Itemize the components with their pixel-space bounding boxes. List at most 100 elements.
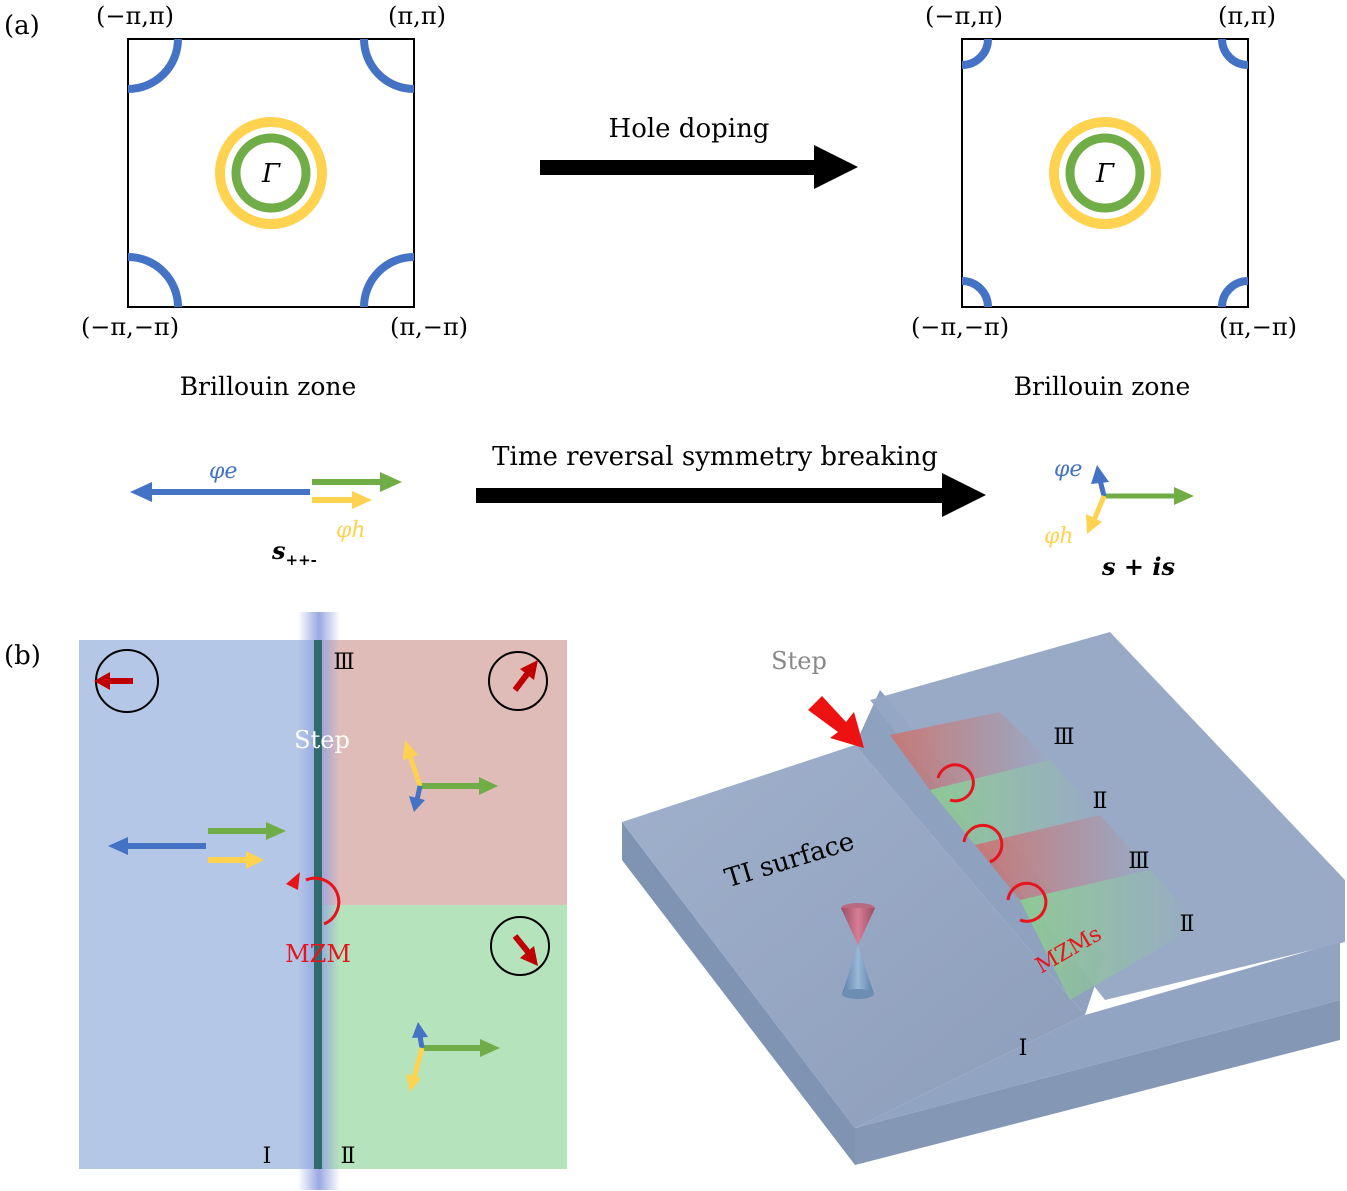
panel-b-label: (b)	[4, 641, 41, 671]
step-pointer-arrow	[808, 696, 864, 748]
trsb-arrow: Time reversal symmetry breaking	[476, 442, 986, 517]
small-pocket-bl	[961, 277, 992, 308]
region-iii-blue-arrow-head	[409, 796, 425, 812]
region-iii-label-3d-b: Ⅲ	[1128, 849, 1149, 874]
mzm-swirl	[305, 876, 341, 926]
phase-arrow-iii-shaft	[512, 671, 531, 692]
inner-pocket-gamma-right	[1065, 133, 1145, 213]
s-plus-is-phase-diagram: φe φh s + is	[1044, 457, 1194, 581]
mzm-swirl-3d-2	[962, 823, 1004, 864]
region-ii-green	[319, 905, 567, 1169]
phase-circle-iii	[488, 651, 548, 711]
s-pp-minus-phase-diagram: φe φh s++-	[130, 459, 402, 569]
s-pp-minus-label: s++-	[271, 536, 317, 569]
region-ii-label: Ⅱ	[341, 1144, 356, 1169]
corner-label-tr: (π,π)	[388, 2, 446, 30]
phase-arrow-i-head	[94, 672, 110, 690]
region-i-label-3d: Ⅰ	[1019, 1036, 1028, 1061]
region-ii-label-3d-a: Ⅱ	[1093, 789, 1108, 814]
gamma-point-label-right: Γ	[1095, 159, 1115, 189]
hole-pocket-bl	[127, 253, 182, 308]
dirac-cone-upper	[841, 908, 875, 945]
green-phase-head	[1174, 487, 1194, 505]
phase-arrow-ii-head	[520, 946, 538, 966]
phase-arrow-iii-head	[520, 660, 538, 680]
mzm-label: MZM	[285, 940, 351, 968]
s-plus-is-label: s + is	[1101, 552, 1175, 581]
lower-slab-left-face	[622, 822, 855, 1165]
region-iii-red	[319, 640, 567, 905]
small-pocket-tl	[961, 38, 992, 69]
phase-circle-ii	[490, 916, 550, 976]
dirac-cone-bottom-rim	[842, 989, 874, 999]
phi-e-label-right: φe	[1054, 457, 1082, 482]
region-i-green-arrow-head	[266, 822, 286, 840]
region-iii-stripe-a	[890, 712, 1050, 790]
region-iii-yellow-arrow-shaft	[407, 755, 423, 787]
bz-frame-left	[127, 38, 415, 308]
phase-arrow-ii-shaft	[512, 934, 531, 954]
hole-pocket-tr	[360, 38, 415, 93]
region-i-yellow-arrow-head	[246, 851, 264, 869]
phi-h-label-right: φh	[1044, 524, 1074, 549]
phi-e-label: φe	[209, 459, 237, 484]
doping-arrow-shaft	[540, 160, 818, 175]
step-label-right: Step	[771, 647, 827, 675]
region-i-blue-arrow-head	[108, 837, 128, 855]
doping-arrow-head	[814, 145, 858, 189]
phi-h-arrow-head	[352, 491, 372, 509]
lower-slab-top	[622, 745, 1085, 1128]
lower-slab-right-top	[855, 942, 1340, 1128]
phi-e-arrow-head	[130, 482, 152, 502]
green-arrow-head	[380, 472, 402, 492]
region-iii-blue-arrow-shaft	[414, 785, 423, 801]
left-brillouin-zone: Γ (−π,π) (π,π) (−π,−π) (π,−π) Brillouin …	[81, 2, 468, 401]
region-iii-stripe-b	[975, 815, 1150, 900]
step-junction-schematic: Step MZM Ⅲ Ⅰ Ⅱ	[79, 612, 567, 1190]
region-iii-green-arrow-head	[479, 777, 498, 795]
gamma-point-label: Γ	[261, 159, 281, 189]
trsb-arrow-shaft	[476, 488, 946, 503]
bz-frame-right	[961, 38, 1249, 308]
region-iii-yellow-arrow-head	[403, 740, 418, 760]
step-line	[314, 640, 322, 1169]
mzm-swirl-head	[286, 872, 300, 890]
corner-label-tl-right: (−π,π)	[925, 2, 1003, 30]
step-label-left: Step	[294, 726, 350, 754]
bz-caption-right: Brillouin zone	[1014, 372, 1191, 401]
small-pocket-br	[1218, 277, 1249, 308]
mzm-swirl-3d-1	[936, 763, 975, 803]
panel-a-label: (a)	[4, 11, 40, 41]
region-ii-blue-arrow-head	[412, 1022, 428, 1038]
corner-label-bl: (−π,−π)	[81, 313, 179, 341]
region-ii-green-arrow-head	[480, 1039, 500, 1057]
bz-caption-left: Brillouin zone	[180, 372, 357, 401]
hole-doping-label: Hole doping	[609, 114, 770, 144]
small-pocket-tr	[1218, 38, 1249, 69]
hole-pocket-tl	[127, 38, 182, 93]
phi-h-phase-head	[1086, 514, 1102, 534]
region-ii-stripe-b	[1020, 870, 1200, 1000]
lower-slab-front-face	[855, 1000, 1340, 1165]
region-iii-label-3d-a: Ⅲ	[1053, 725, 1074, 750]
outer-pocket-gamma-right	[1049, 117, 1161, 229]
corner-label-bl-right: (−π,−π)	[911, 313, 1009, 341]
region-ii-label-3d-b: Ⅱ	[1180, 912, 1195, 937]
corner-label-br-right: (π,−π)	[1219, 313, 1297, 341]
inner-pocket-gamma	[231, 133, 311, 213]
phi-h-phase-shaft	[1091, 495, 1107, 521]
region-iii-label: Ⅲ	[333, 650, 354, 675]
corner-label-br: (π,−π)	[390, 313, 468, 341]
region-ii-blue-arrow-shaft	[417, 1035, 425, 1049]
phi-e-phase-head	[1091, 465, 1109, 484]
hole-doping-arrow: Hole doping	[540, 114, 858, 189]
region-ii-yellow-arrow-head	[406, 1074, 421, 1092]
right-brillouin-zone: Γ (−π,π) (π,π) (−π,−π) (π,−π) Brillouin …	[911, 2, 1297, 401]
region-i-label: Ⅰ	[263, 1144, 272, 1169]
region-ii-yellow-arrow-shaft	[411, 1047, 425, 1079]
trsb-arrow-head	[942, 473, 986, 517]
corner-label-tl: (−π,π)	[96, 2, 174, 30]
dirac-cone-lower	[842, 945, 874, 994]
hole-pocket-br	[360, 253, 415, 308]
